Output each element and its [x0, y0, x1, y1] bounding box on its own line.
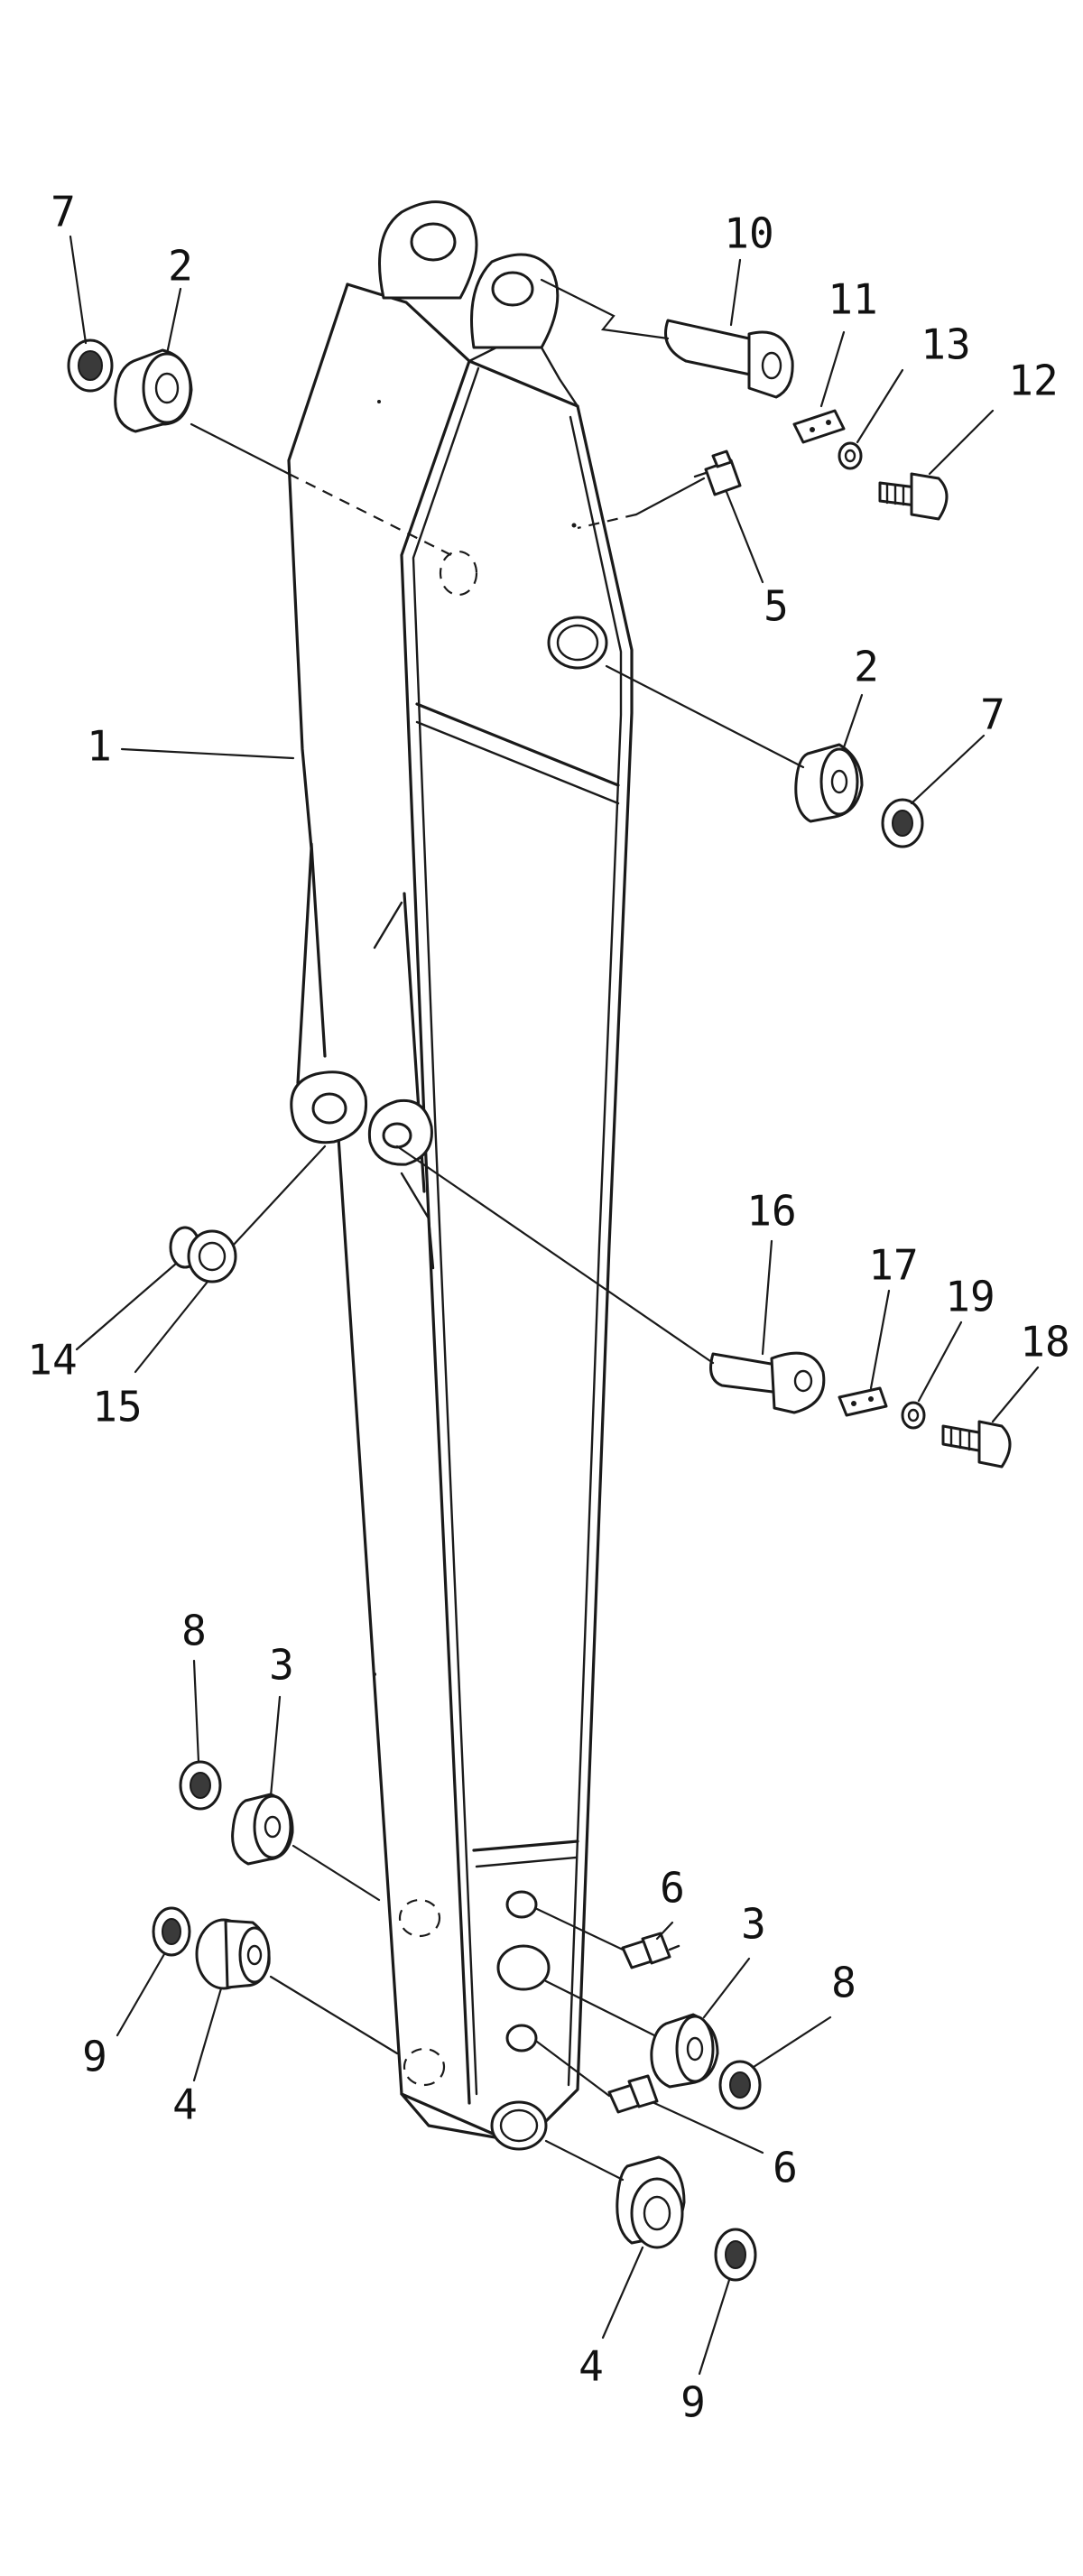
leader-lines	[69, 235, 1040, 2376]
fitting-5	[693, 449, 742, 496]
callout-12: 12	[1008, 357, 1058, 405]
callout-11: 11	[828, 275, 877, 324]
callout-4-lower-left: 4	[172, 2080, 198, 2129]
callout-4-lower-right: 4	[579, 2342, 604, 2391]
callout-5: 5	[764, 582, 789, 631]
callout-1: 1	[87, 722, 112, 771]
seal-8-lower-left	[179, 1760, 222, 1811]
callout-9-lower-right: 9	[680, 2378, 706, 2427]
bolt-12	[878, 472, 949, 521]
bushing-2-upper-left	[114, 348, 193, 433]
flanged-bushing-4-left	[195, 1918, 271, 1990]
fitting-6-lower	[607, 2074, 659, 2114]
flanged-bushing-4-right	[616, 2155, 686, 2249]
callout-6-upper: 6	[660, 1864, 685, 1913]
fitting-6-upper	[621, 1932, 680, 1969]
callout-7-upper-left: 7	[51, 188, 76, 236]
bolt-18	[941, 1420, 1012, 1469]
seal-9-lower-left	[152, 1906, 191, 1957]
callout-7-right: 7	[980, 690, 1005, 739]
arm-body	[287, 200, 634, 2151]
bushing-3-lower-right	[650, 2013, 719, 2089]
callout-labels: 7 2 1 10 11 13 12 5 2 7 14 15 16 17 19 1…	[27, 188, 1069, 2427]
seal-7-right	[881, 798, 924, 848]
callout-8-lower-right: 8	[831, 1959, 856, 2007]
washer-13	[838, 441, 863, 470]
seal-8-lower-right	[718, 2060, 762, 2110]
pin-10	[664, 319, 794, 399]
seal-7-upper-left	[67, 338, 114, 393]
callout-8-lower-left: 8	[181, 1607, 207, 1655]
callout-15: 15	[92, 1383, 142, 1432]
plate-17	[838, 1386, 888, 1417]
seal-9-lower-right	[714, 2228, 757, 2282]
callout-19: 19	[945, 1273, 995, 1321]
callout-2-upper-left: 2	[168, 242, 193, 291]
callout-16: 16	[746, 1187, 796, 1236]
callout-2-right: 2	[854, 643, 879, 691]
callout-18: 18	[1020, 1318, 1069, 1367]
callout-10: 10	[724, 209, 773, 258]
callout-13: 13	[921, 320, 970, 369]
callout-3-lower-left: 3	[269, 1641, 294, 1690]
callout-6-lower: 6	[773, 2144, 798, 2192]
bushing-3-lower-left	[231, 1793, 294, 1866]
callout-3-lower-right: 3	[741, 1900, 766, 1949]
callout-17: 17	[868, 1241, 918, 1290]
callout-9-lower-left: 9	[82, 2033, 107, 2081]
bushing-2-right	[794, 743, 864, 823]
callout-14: 14	[27, 1336, 77, 1385]
washer-19	[901, 1401, 926, 1430]
plate-11	[792, 409, 846, 444]
shim-15	[187, 1229, 237, 1283]
pin-16	[709, 1351, 826, 1414]
